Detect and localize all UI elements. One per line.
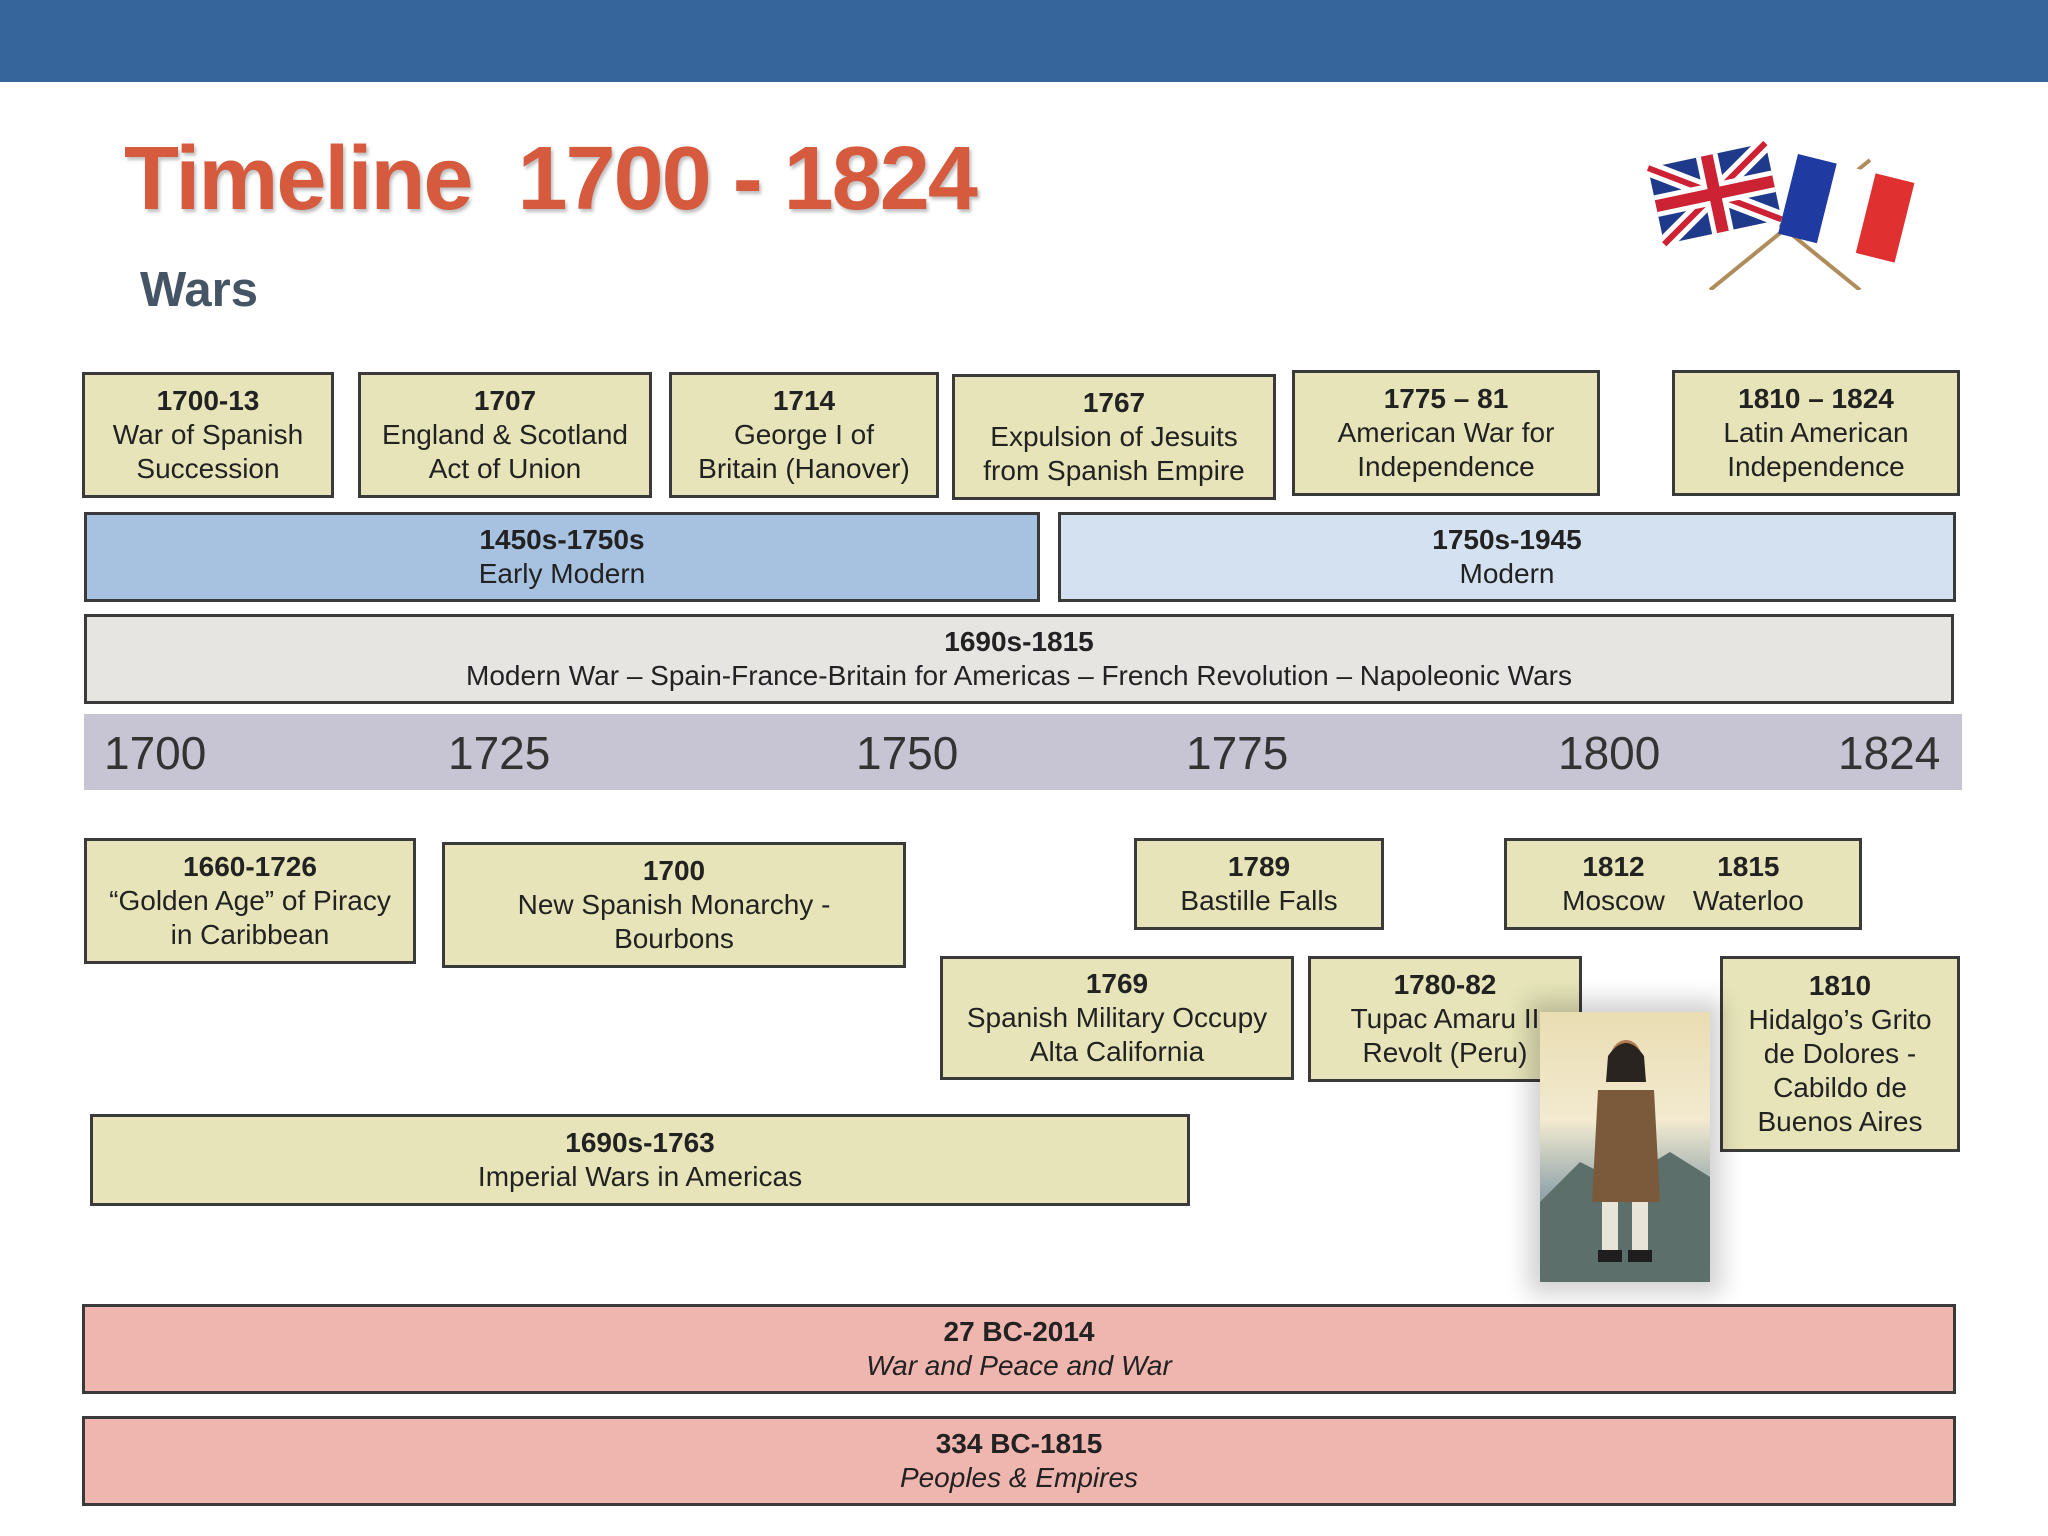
event-label: Moscow	[1562, 885, 1665, 916]
event-box: 1700 New Spanish Monarchy - Bourbons	[442, 842, 906, 968]
event-year: 1700	[642, 855, 706, 886]
era-label: Early Modern	[478, 558, 646, 589]
event-label: George I of Britain (Hanover)	[698, 419, 910, 484]
era-year: 1750s-1945	[1432, 524, 1582, 555]
event-label: “Golden Age” of Piracy in Caribbean	[109, 885, 391, 950]
event-label: Waterloo	[1692, 885, 1804, 916]
event-box: 1660-1726 “Golden Age” of Piracy in Cari…	[84, 838, 416, 964]
flags-uk-france-icon	[1645, 140, 1915, 290]
slide-title: Timeline 1700 - 1824	[124, 129, 978, 229]
event-year: 1714	[772, 385, 836, 416]
slide-subtitle: Wars	[140, 263, 259, 317]
event-year: 1775 – 81	[1383, 383, 1509, 414]
event-label: Imperial Wars in Americas	[477, 1161, 803, 1192]
event-year: 1810	[1808, 970, 1872, 1001]
event-box: 1767 Expulsion of Jesuits from Spanish E…	[952, 374, 1276, 500]
event-box: 1789 Bastille Falls	[1134, 838, 1384, 930]
event-label: England & Scotland Act of Union	[382, 419, 628, 484]
event-label: Latin American Independence	[1723, 417, 1909, 482]
event-box: 1707 England & Scotland Act of Union	[358, 372, 652, 498]
event-year: 1700-13	[156, 385, 260, 416]
axis-tick-label: 1700	[104, 727, 207, 779]
event-label: Tupac Amaru II Revolt (Peru)	[1350, 1003, 1540, 1068]
course-band: 27 BC-2014 War and Peace and War	[82, 1304, 1956, 1394]
event-box: 1714 George I of Britain (Hanover)	[669, 372, 939, 498]
course-year: 27 BC-2014	[943, 1316, 1095, 1347]
course-year: 334 BC-1815	[935, 1428, 1103, 1459]
timeline-axis	[84, 714, 1962, 790]
modern-war-band: 1690s-1815 Modern War – Spain-France-Bri…	[84, 614, 1954, 704]
event-label: American War for Independence	[1337, 417, 1555, 482]
course-label: Peoples & Empires	[899, 1462, 1139, 1493]
event-column: 1812 Moscow	[1562, 850, 1665, 918]
event-box: 1690s-1763 Imperial Wars in Americas	[90, 1114, 1190, 1206]
event-box: 1700-13 War of Spanish Succession	[82, 372, 334, 498]
event-year: 1815	[1717, 851, 1780, 882]
event-year: 1707	[473, 385, 537, 416]
axis-tick-label: 1800	[1558, 727, 1661, 779]
event-year: 1780-82	[1393, 969, 1497, 1000]
portrait-image	[1540, 1012, 1710, 1282]
event-year: 1660-1726	[183, 851, 317, 882]
axis-tick-label: 1775	[1186, 727, 1289, 779]
napoleon-events-box: 1812 Moscow 1815 Waterloo	[1504, 838, 1862, 930]
event-label: Hidalgo’s Grito de Dolores - Cabildo de …	[1748, 1004, 1932, 1137]
axis-tick-label: 1824	[1838, 727, 1941, 779]
event-column: 1815 Waterloo	[1693, 850, 1804, 918]
era-year: 1450s-1750s	[479, 524, 645, 555]
axis-tick-label: 1725	[448, 727, 551, 779]
event-year: 1812	[1582, 851, 1645, 882]
event-year: 1690s-1763	[565, 1127, 715, 1158]
event-label: War of Spanish Succession	[112, 419, 304, 484]
event-year: 1769	[1085, 968, 1149, 999]
event-box: 1810 Hidalgo’s Grito de Dolores - Cabild…	[1720, 956, 1960, 1152]
event-label: New Spanish Monarchy - Bourbons	[517, 889, 831, 954]
course-band: 334 BC-1815 Peoples & Empires	[82, 1416, 1956, 1506]
event-year: 1767	[1082, 387, 1146, 418]
era-early-modern: 1450s-1750s Early Modern	[84, 512, 1040, 602]
war-band-label: Modern War – Spain-France-Britain for Am…	[466, 660, 1572, 691]
war-band-year: 1690s-1815	[944, 626, 1094, 657]
era-modern: 1750s-1945 Modern	[1058, 512, 1956, 602]
event-box: 1775 – 81 American War for Independence	[1292, 370, 1600, 496]
event-label: Bastille Falls	[1180, 885, 1338, 916]
axis-tick-label: 1750	[856, 727, 959, 779]
event-box: 1769 Spanish Military Occupy Alta Califo…	[940, 956, 1294, 1080]
event-box: 1780-82 Tupac Amaru II Revolt (Peru)	[1308, 956, 1582, 1082]
event-year: 1789	[1227, 851, 1291, 882]
era-label: Modern	[1459, 558, 1555, 589]
event-year: 1810 – 1824	[1738, 383, 1894, 414]
event-box: 1810 – 1824 Latin American Independence	[1672, 370, 1960, 496]
event-label: Expulsion of Jesuits from Spanish Empire	[983, 421, 1245, 486]
course-label: War and Peace and War	[866, 1350, 1172, 1381]
header-bar	[0, 0, 2048, 82]
event-label: Spanish Military Occupy Alta California	[966, 1002, 1268, 1067]
